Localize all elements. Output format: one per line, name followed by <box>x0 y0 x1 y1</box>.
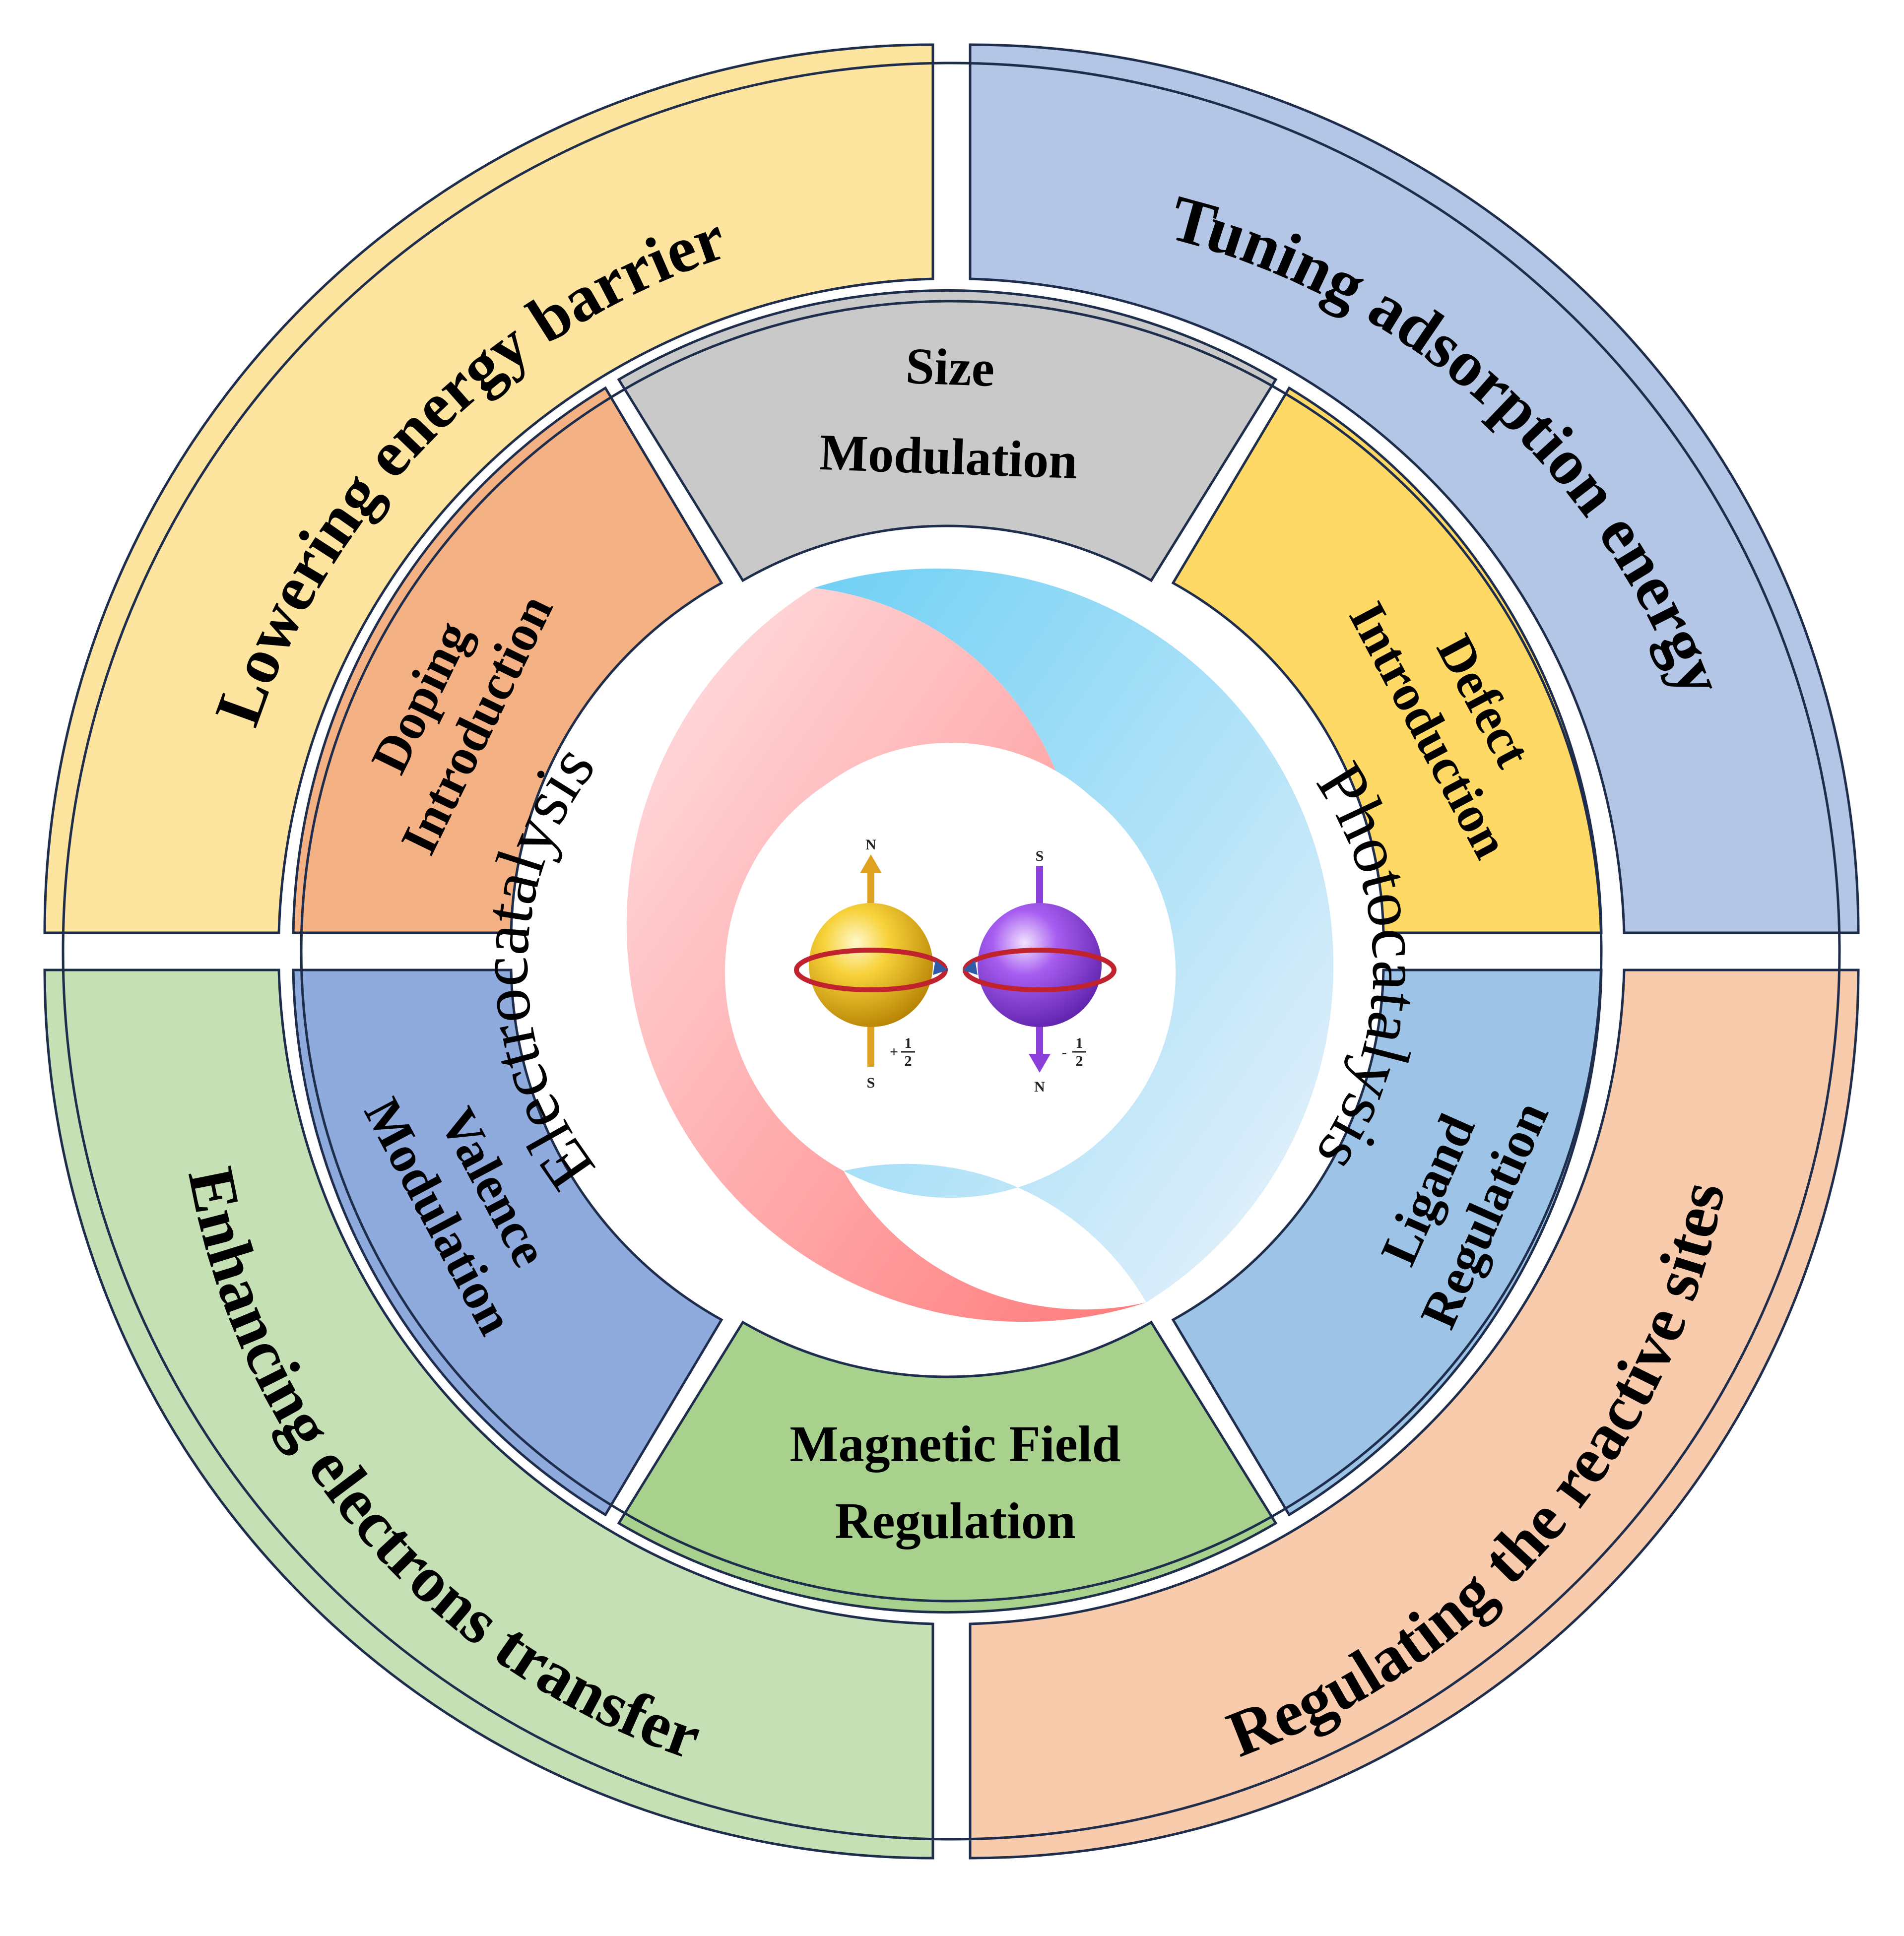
spin-down-top-pole: S <box>1036 848 1044 864</box>
spin-up-ball <box>809 903 933 1027</box>
spin-up-particle: N S + 1 2 <box>794 837 948 1091</box>
outer-segment-tuning-adsorption-energy <box>969 43 1860 934</box>
outer-ring <box>43 43 1860 1860</box>
middle-segment-doping-introduction <box>292 386 723 934</box>
outer-border <box>62 62 1841 1841</box>
middle-segment-ligand-regulation <box>1171 968 1603 1517</box>
spin-up-top-pole: N <box>865 837 876 853</box>
spin-up-rotation-icon <box>933 960 948 975</box>
outer-segment-regulating-reactive-sites <box>969 968 1860 1860</box>
middle-segment-size-modulation <box>617 289 1278 582</box>
spin-up-bottom-pole: S <box>867 1075 875 1091</box>
spin-down-bottom-pole: N <box>1034 1079 1045 1095</box>
spin-down-numerator: 1 <box>1076 1035 1083 1051</box>
center-yin-yang <box>564 564 1338 1338</box>
spin-down-rotation-icon <box>963 960 978 975</box>
spin-up-sign: + <box>890 1044 898 1060</box>
magnetic-label-line-1: Magnetic Field <box>789 1416 1120 1473</box>
electrocatalysis-region <box>626 588 1146 1322</box>
magnetic-label-line-2: Regulation <box>835 1492 1075 1549</box>
size-label-line-1: Size <box>905 337 995 397</box>
spin-down-particle: S N - 1 2 <box>963 848 1116 1095</box>
outer-segment-lowering-energy-barrier <box>43 43 934 934</box>
middle-border <box>300 300 1603 1603</box>
magnetic-field-regulation-label: Magnetic Field Regulation <box>789 1416 1120 1549</box>
middle-ring <box>292 289 1603 1613</box>
spin-down-ball <box>978 903 1102 1027</box>
center-disc <box>743 743 1160 1160</box>
spin-up-numerator: 1 <box>905 1035 912 1051</box>
spin-down-sign: - <box>1062 1044 1067 1060</box>
outer-segment-enhancing-electrons-transfer <box>43 968 934 1860</box>
middle-segment-magnetic-field-regulation <box>617 1320 1278 1613</box>
spin-down-arrow-icon <box>1029 1054 1050 1073</box>
photocatalysis-region <box>814 568 1334 1302</box>
size-modulation-label: Size Modulation <box>818 337 1078 490</box>
spin-up-denominator: 2 <box>905 1053 912 1069</box>
middle-segment-valence-modulation <box>292 968 723 1517</box>
size-label-line-2: Modulation <box>818 424 1078 490</box>
spin-up-arrow-icon <box>860 854 882 873</box>
spin-down-denominator: 2 <box>1076 1053 1083 1069</box>
